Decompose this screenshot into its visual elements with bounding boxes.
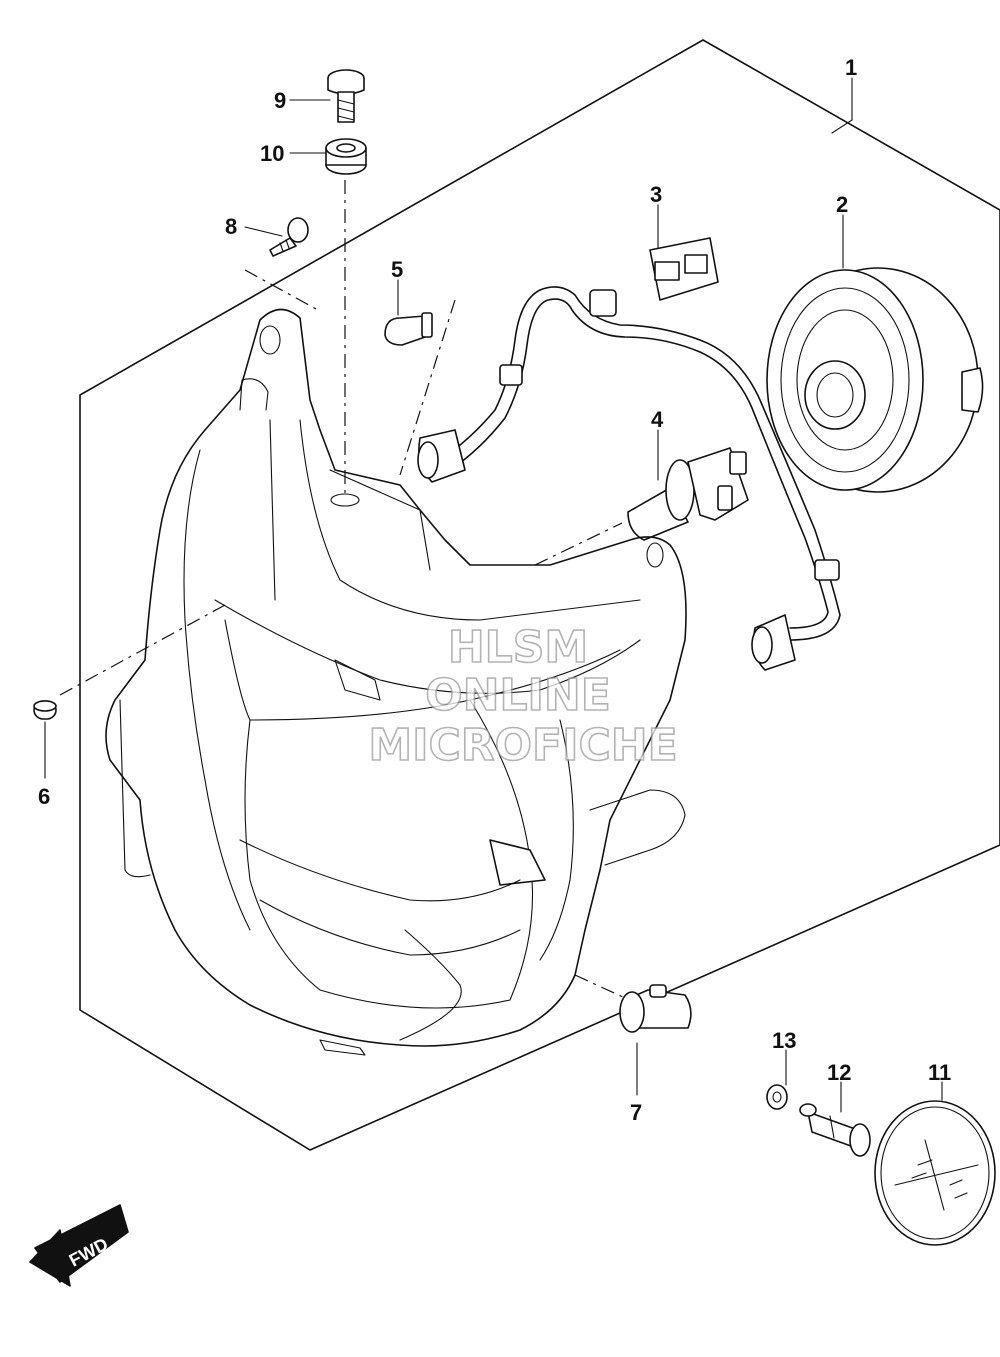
callout-8: 8	[225, 214, 237, 239]
assembly-dash-lines	[59, 180, 626, 999]
callout-9: 9	[274, 88, 286, 113]
callout-11: 11	[928, 1060, 951, 1085]
callout-6: 6	[38, 784, 50, 809]
screw-9	[327, 69, 365, 123]
callout-labels: 1 2 3 4 5 6 7 8 9 10 11 12 13	[38, 55, 951, 1125]
callout-13: 13	[772, 1028, 796, 1053]
assembly-outline	[79, 39, 1000, 1151]
watermark: HLSM ONLINE MICROFICHE	[368, 621, 679, 772]
callout-3: 3	[650, 182, 662, 207]
collar-12	[799, 1103, 871, 1157]
leader-lines	[44, 77, 943, 1113]
bulb-4	[627, 447, 749, 541]
callout-4: 4	[651, 407, 664, 432]
cover-11	[874, 1100, 996, 1246]
bulb-5	[384, 312, 433, 346]
callout-12: 12	[827, 1060, 851, 1085]
harness-3	[417, 237, 841, 671]
callout-2: 2	[836, 192, 848, 217]
callout-7: 7	[630, 1100, 642, 1125]
cap-2	[766, 267, 984, 493]
callout-10: 10	[260, 141, 284, 166]
watermark-line-3: MICROFICHE	[368, 720, 677, 771]
watermark-line-2: ONLINE	[425, 670, 611, 721]
washer-13	[766, 1084, 788, 1110]
fwd-direction-badge: FWD	[29, 1204, 129, 1287]
callout-5: 5	[391, 257, 403, 282]
callout-1: 1	[845, 55, 857, 80]
adjuster-7	[619, 984, 692, 1033]
grommet-10	[325, 138, 367, 175]
plug-6	[33, 700, 57, 720]
headlamp-housing-1	[105, 308, 687, 1056]
screw-8	[269, 217, 309, 257]
watermark-line-1: HLSM	[448, 622, 588, 673]
